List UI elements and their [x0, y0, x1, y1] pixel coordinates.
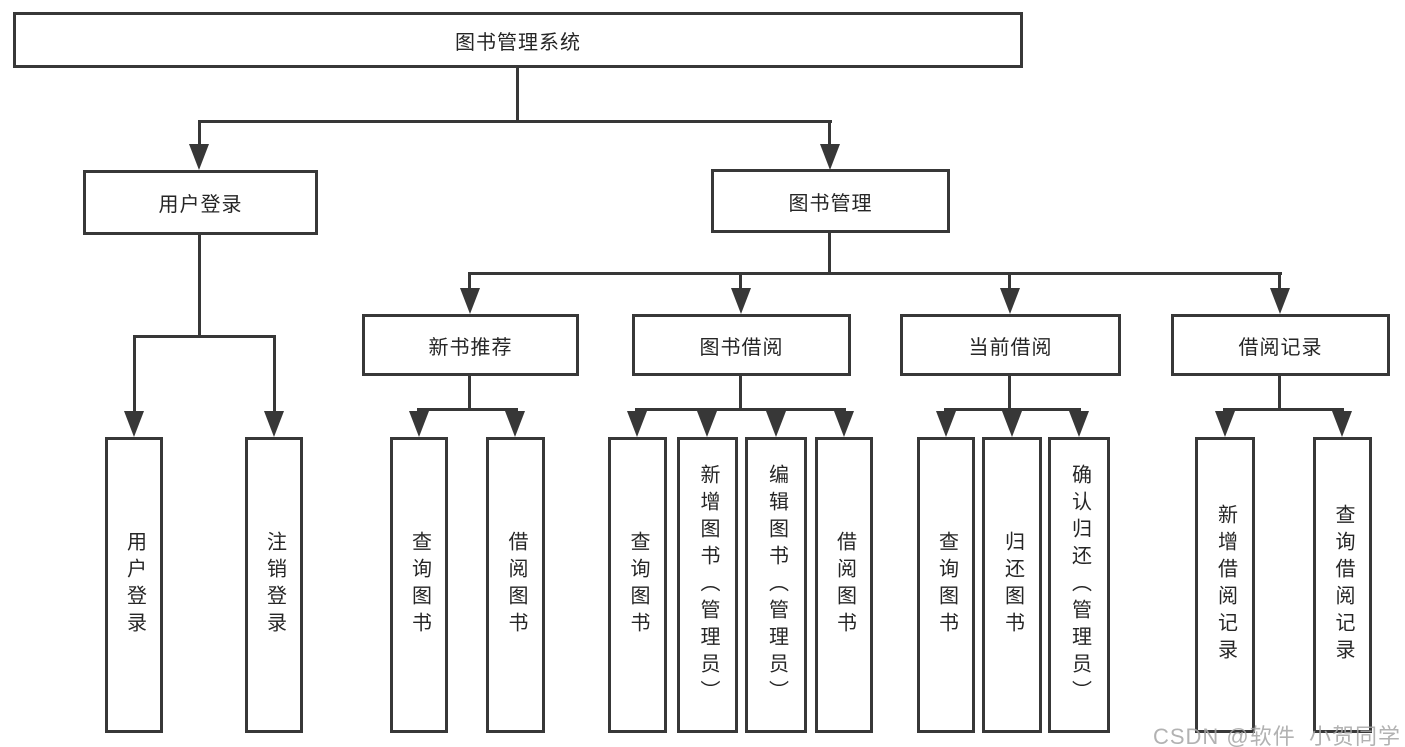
node-user-login-label: 用户登录 [158, 194, 243, 216]
leaf-confirm-return-admin-label: 确认归还（管理员） [1068, 463, 1091, 707]
leaf-user-login: 用户登录 [105, 437, 163, 733]
leaf-query-books-3-label: 查询图书 [935, 531, 958, 639]
leaf-query-borrow-record-label: 查询借阅记录 [1332, 504, 1354, 666]
connector-stem-leaf [273, 335, 276, 415]
leaf-query-books-3: 查询图书 [917, 437, 975, 733]
leaf-edit-books-admin-label: 编辑图书（管理员） [765, 463, 788, 707]
arrowhead-down [697, 411, 717, 437]
leaf-logout: 注销登录 [245, 437, 303, 733]
leaf-borrow-books-2: 借阅图书 [815, 437, 873, 733]
arrowhead-down [1000, 288, 1020, 314]
leaf-query-books-2: 查询图书 [608, 437, 667, 733]
leaf-add-books-admin: 新增图书（管理员） [677, 437, 738, 733]
connector-stem-new-book [468, 272, 471, 292]
node-book-management-label: 图书管理 [788, 192, 873, 215]
arrowhead-down [820, 144, 840, 170]
csdn-watermark: CSDN @软件_小贺同学 [1152, 724, 1401, 747]
leaf-return-books: 归还图书 [982, 437, 1042, 733]
node-book-borrow: 图书借阅 [632, 314, 851, 376]
leaf-query-books: 查询图书 [390, 437, 448, 733]
leaf-logout-label: 注销登录 [263, 531, 286, 639]
connector-book-borrow-trunk [739, 376, 742, 410]
arrowhead-down [1069, 411, 1089, 437]
connector-root-split [198, 120, 832, 123]
node-current-borrow: 当前借阅 [900, 314, 1121, 376]
arrowhead-down [409, 411, 429, 437]
leaf-return-books-label: 归还图书 [1001, 531, 1024, 639]
connector-book-management-trunk [828, 233, 831, 275]
arrowhead-down [766, 411, 786, 437]
arrowhead-down [1002, 411, 1022, 437]
leaf-add-books-admin-label: 新增图书（管理员） [697, 463, 719, 707]
connector-current-borrow-split [944, 408, 1081, 411]
arrowhead-down [627, 411, 647, 437]
node-borrow-record-label: 借阅记录 [1238, 336, 1323, 359]
node-book-borrow-label: 图书借阅 [699, 336, 784, 359]
arrowhead-down [834, 411, 854, 437]
connector-stem-book-management [828, 120, 831, 148]
arrowhead-down [189, 144, 209, 170]
arrowhead-down [936, 411, 956, 437]
connector-stem-borrow-record [1278, 272, 1281, 292]
leaf-query-books-2-label: 查询图书 [627, 531, 649, 639]
connector-root-trunk [516, 68, 519, 120]
node-root-label: 图书管理系统 [455, 31, 581, 54]
node-current-borrow-label: 当前借阅 [968, 336, 1053, 359]
node-new-book-recommend: 新书推荐 [362, 314, 579, 376]
arrowhead-down [1215, 411, 1235, 437]
arrowhead-down [505, 411, 525, 437]
node-borrow-record: 借阅记录 [1171, 314, 1390, 376]
connector-new-book-split [417, 408, 518, 411]
connector-stem-current-borrow [1008, 272, 1011, 292]
leaf-borrow-books: 借阅图书 [486, 437, 545, 733]
connector-borrow-record-split [1223, 408, 1344, 411]
leaf-borrow-books-2-label: 借阅图书 [833, 531, 856, 639]
connector-stem-book-borrow [739, 272, 742, 292]
connector-book-borrow-split [635, 408, 846, 411]
connector-user-login-split [133, 335, 276, 338]
node-book-management: 图书管理 [711, 169, 950, 233]
leaf-borrow-books-label: 借阅图书 [505, 531, 527, 639]
arrowhead-down [460, 288, 480, 314]
leaf-user-login-label: 用户登录 [123, 531, 146, 639]
leaf-add-borrow-record: 新增借阅记录 [1195, 437, 1255, 733]
arrowhead-down [1332, 411, 1352, 437]
arrowhead-down [1270, 288, 1290, 314]
leaf-query-books-label: 查询图书 [408, 531, 431, 639]
connector-user-login-trunk [198, 235, 201, 335]
leaf-query-borrow-record: 查询借阅记录 [1313, 437, 1372, 733]
connector-current-borrow-trunk [1008, 376, 1011, 410]
connector-borrow-record-trunk [1278, 376, 1281, 410]
node-new-book-recommend-label: 新书推荐 [428, 336, 513, 359]
connector-book-management-split [468, 272, 1282, 275]
arrowhead-down [731, 288, 751, 314]
connector-new-book-trunk [468, 376, 471, 410]
node-root: 图书管理系统 [13, 12, 1023, 68]
arrowhead-down [264, 411, 284, 437]
connector-stem-leaf [133, 335, 136, 415]
arrowhead-down [124, 411, 144, 437]
node-user-login: 用户登录 [83, 170, 318, 235]
leaf-edit-books-admin: 编辑图书（管理员） [745, 437, 807, 733]
connector-stem-user-login [198, 120, 201, 148]
leaf-add-borrow-record-label: 新增借阅记录 [1214, 504, 1237, 666]
leaf-confirm-return-admin: 确认归还（管理员） [1048, 437, 1110, 733]
